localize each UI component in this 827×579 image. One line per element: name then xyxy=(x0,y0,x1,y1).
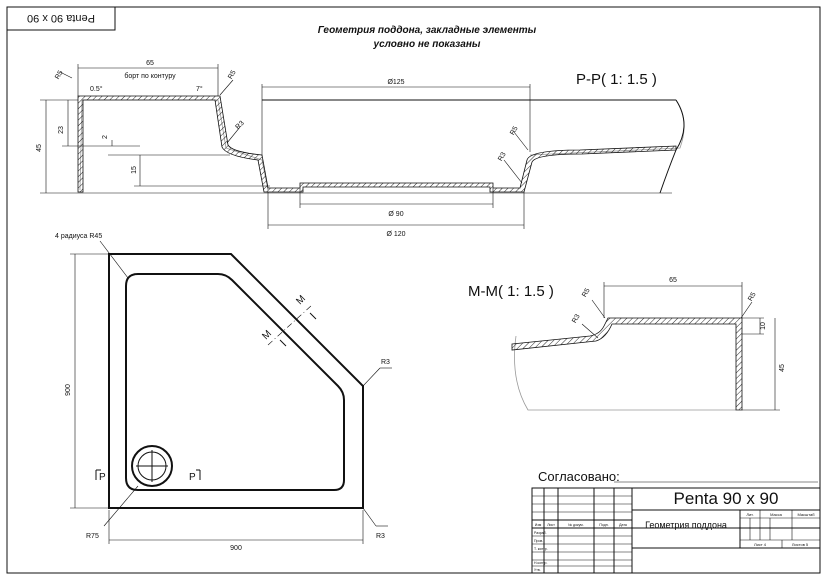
drain-icon xyxy=(131,445,173,487)
hdr-list: Лист xyxy=(547,523,555,527)
plan-cut-m-a: M xyxy=(260,328,274,342)
hdr-date: Дата xyxy=(619,523,627,527)
role-tkontr: Т. контр. xyxy=(534,547,548,551)
role-nkontr: Н.контр. xyxy=(534,561,547,565)
title-sheet: Лист 4 xyxy=(754,542,767,547)
pp-angle-right: 7° xyxy=(196,85,203,93)
title-col-lit: Лит. xyxy=(746,512,753,517)
section-pp-label: P-P( 1: 1.5 ) xyxy=(576,71,657,88)
mm-dim-10: 10 xyxy=(760,322,767,330)
role-prov: Пров. xyxy=(534,539,543,543)
pp-dim-2: 2 xyxy=(102,135,109,139)
tray-outline xyxy=(108,253,364,509)
title-doc-name: Геометрия поддона xyxy=(645,520,727,530)
title-col-scale: Масштаб xyxy=(797,512,815,517)
plan-r3-top: R3 xyxy=(381,359,390,366)
tray-inner-contour xyxy=(125,273,345,491)
hdr-sign: Подп. xyxy=(599,523,608,527)
plan-dim-900-v: 900 xyxy=(65,384,72,396)
drawing-note-line2: условно не показаны xyxy=(373,39,481,50)
pp-dia-125: Ø125 xyxy=(387,79,404,86)
hdr-izm: Изм xyxy=(535,523,542,527)
sheet-frame xyxy=(6,6,821,574)
plan-cut-p-b: P xyxy=(189,472,196,483)
plan-r75: R75 xyxy=(86,533,99,540)
plan-view: 4 радиуса R45 M M P P 900 xyxy=(55,233,392,552)
plan-radius-note: 4 радиуса R45 xyxy=(55,233,102,240)
pp-dia-90: Ø 90 xyxy=(388,211,403,218)
title-product: Penta 90 x 90 xyxy=(674,489,779,508)
approval-label: Согласовано: xyxy=(538,469,620,484)
title-sheets: Листов 5 xyxy=(792,542,809,547)
plan-cut-p-a: P xyxy=(99,472,106,483)
plan-dim-900-h: 900 xyxy=(230,545,242,552)
section-mm-label: M-M( 1: 1.5 ) xyxy=(468,283,554,300)
mm-dim-45: 45 xyxy=(779,364,786,372)
section-mm: M-M( 1: 1.5 ) 65 R5 R5 R3 10 45 xyxy=(468,277,786,411)
pp-r5-b: R5 xyxy=(227,69,238,80)
pp-r5-c: R5 xyxy=(509,125,520,136)
pp-r3-b: R3 xyxy=(497,151,508,162)
drawing-note-line1: Геометрия поддона, закладные элементы xyxy=(318,25,537,36)
pp-dim-45: 45 xyxy=(36,144,43,152)
hdr-doc: № докум. xyxy=(568,523,583,527)
mm-r5-a: R5 xyxy=(581,287,592,298)
stamp-box: Penta 90 x 90 xyxy=(6,6,116,31)
mm-dim-65: 65 xyxy=(669,277,677,284)
stamp-label: Penta 90 x 90 xyxy=(27,12,95,24)
plan-cut-m-b: M xyxy=(294,293,308,307)
mm-r5-b: R5 xyxy=(747,291,758,302)
pp-dim-65: 65 xyxy=(146,60,154,67)
pp-dim-15: 15 xyxy=(131,166,138,174)
pp-r3-a: R3 xyxy=(234,120,245,131)
plan-r3-bottom: R3 xyxy=(376,533,385,540)
role-razrab: Разраб. xyxy=(534,531,547,535)
pp-dim-23: 23 xyxy=(58,126,65,134)
pp-r5-a: R5 xyxy=(54,69,65,80)
pp-angle-left: 0.5° xyxy=(90,85,103,93)
title-col-mass: Масса xyxy=(770,512,783,517)
title-block: Penta 90 x 90 Геометрия поддона Лит. Мас… xyxy=(531,487,821,574)
mm-r3: R3 xyxy=(571,313,582,324)
section-pp: P-P( 1: 1.5 ) 65 борт по контуру 0.5° 7°… xyxy=(36,60,685,238)
role-utv: Утв. xyxy=(534,568,541,572)
pp-rim-caption: борт по контуру xyxy=(124,72,176,80)
pp-dia-120: Ø 120 xyxy=(386,231,405,238)
